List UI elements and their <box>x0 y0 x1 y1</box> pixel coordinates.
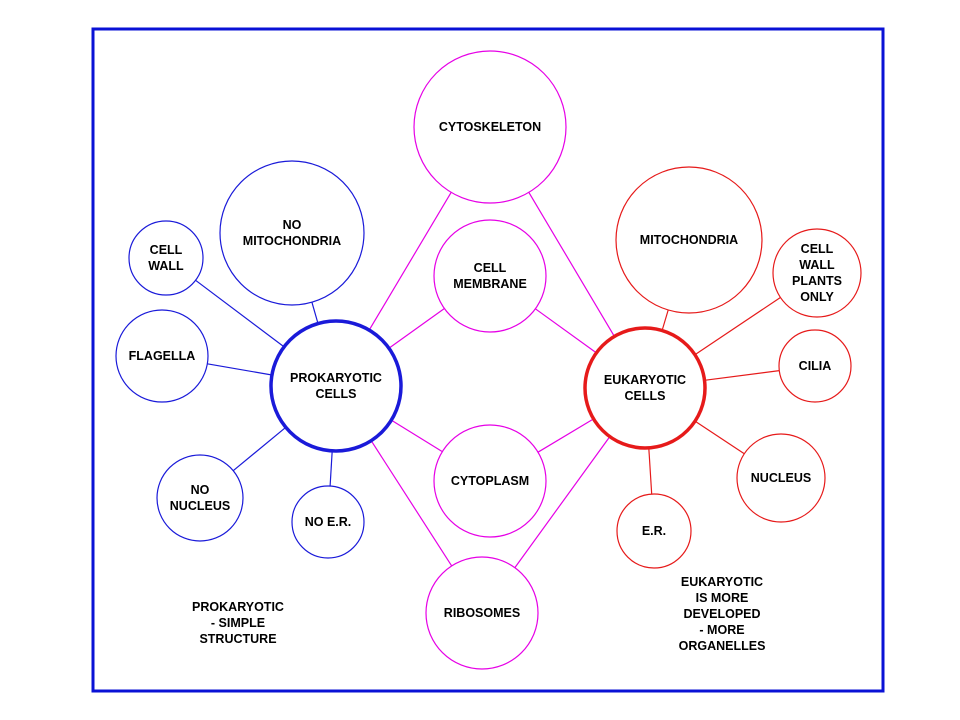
ribosomes-node <box>425 556 539 670</box>
connector-prokaryotic-cells-to-no-mitochondria <box>311 302 319 324</box>
prokaryotic-cells-node <box>269 319 403 453</box>
eukaryotic-cells-node <box>583 326 707 450</box>
connector-eukaryotic-cells-to-er <box>648 447 653 495</box>
cilia-label-line: CILIA <box>799 359 832 373</box>
connector-prokaryotic-cells-to-ribosomes <box>370 440 453 567</box>
prokaryotic-note-line: PROKARYOTIC <box>192 600 284 614</box>
connector-prokaryotic-cells-to-no-nucleus <box>232 426 287 472</box>
eukaryotic-note-line: DEVELOPED <box>683 607 760 621</box>
nucleus-label-line: NUCLEUS <box>751 471 811 485</box>
prokaryotic-note-line: STRUCTURE <box>199 632 276 646</box>
eukaryotic-note-line: EUKARYOTIC <box>681 575 763 589</box>
cytoskeleton-label-line: CYTOSKELETON <box>439 120 541 134</box>
connector-eukaryotic-cells-to-cytoplasm <box>537 418 594 453</box>
flagella-node <box>115 309 209 403</box>
connector-prokaryotic-cells-to-cytoskeleton <box>368 191 452 331</box>
cell-membrane-node <box>433 219 547 333</box>
connector-prokaryotic-cells-to-cytoplasm <box>390 419 443 453</box>
flagella-label-line: FLAGELLA <box>129 349 196 363</box>
connector-eukaryotic-cells-to-cilia <box>704 370 780 381</box>
cell-membrane-label-line: CELL <box>474 261 507 275</box>
cell-wall-node <box>128 220 204 296</box>
er-label-line: E.R. <box>642 524 666 538</box>
no-nucleus-label-line: NO <box>191 483 210 497</box>
ribosomes-label-line: RIBOSOMES <box>444 606 520 620</box>
connectors <box>195 191 781 568</box>
cytoplasm-node <box>433 424 547 538</box>
connector-prokaryotic-cells-to-cell-membrane <box>388 308 445 349</box>
cilia-node <box>778 329 852 403</box>
connector-prokaryotic-cells-to-cell-wall <box>195 279 285 348</box>
cytoplasm-label-line: CYTOPLASM <box>451 474 529 488</box>
cytoskeleton-node <box>413 50 567 204</box>
eukaryotic-note-line: - MORE <box>699 623 744 637</box>
cell-wall-label-line: WALL <box>148 259 184 273</box>
no-mitochondria-node <box>219 160 365 306</box>
eukaryotic-note-line: IS MORE <box>696 591 749 605</box>
eukaryotic-note-line: ORGANELLES <box>679 639 766 653</box>
connector-eukaryotic-cells-to-cytoskeleton <box>528 191 615 337</box>
mitochondria-node <box>615 166 763 314</box>
cell-wall-label-line: CELL <box>150 243 183 257</box>
prokaryotic-note-line: - SIMPLE <box>211 616 265 630</box>
no-nucleus-label-line: NUCLEUS <box>170 499 230 513</box>
cell-membrane-label-line: MEMBRANE <box>453 277 527 291</box>
no-er-node <box>291 485 365 559</box>
connector-eukaryotic-cells-to-mitochondria <box>661 309 669 331</box>
nucleus-node <box>736 433 826 523</box>
nodes <box>115 50 862 670</box>
cell-wall-plants-only-label-line: CELL <box>801 242 834 256</box>
prokaryotic-cells-label-line: CELLS <box>316 387 357 401</box>
no-mitochondria-label-line: NO <box>283 218 302 232</box>
er-node <box>616 493 692 569</box>
connector-prokaryotic-cells-to-no-er <box>329 450 333 487</box>
connector-eukaryotic-cells-to-ribosomes <box>514 436 611 568</box>
cell-wall-plants-only-label-line: WALL <box>799 258 835 272</box>
no-mitochondria-label-line: MITOCHONDRIA <box>243 234 341 248</box>
prokaryotic-cells-label-line: PROKARYOTIC <box>290 371 382 385</box>
connector-eukaryotic-cells-to-cell-membrane <box>535 308 597 354</box>
eukaryotic-cells-label-line: EUKARYOTIC <box>604 373 686 387</box>
cell-wall-plants-only-node <box>772 228 862 318</box>
mitochondria-label-line: MITOCHONDRIA <box>640 233 738 247</box>
diagram-frame <box>91 27 885 693</box>
eukaryotic-cells-label-line: CELLS <box>625 389 666 403</box>
connector-prokaryotic-cells-to-flagella <box>207 363 273 376</box>
no-nucleus-node <box>156 454 244 542</box>
cell-wall-plants-only-label-line: PLANTS <box>792 274 842 288</box>
cell-wall-plants-only-label-line: ONLY <box>800 290 834 304</box>
labels: PROKARYOTIC CELLS EUKARYOTIC CELLS CYTOSKELE… <box>129 120 842 653</box>
connector-eukaryotic-cells-to-nucleus <box>694 420 745 455</box>
no-er-label-line: NO E.R. <box>305 515 352 529</box>
connector-eukaryotic-cells-to-cell-wall-plants-only <box>694 297 781 356</box>
